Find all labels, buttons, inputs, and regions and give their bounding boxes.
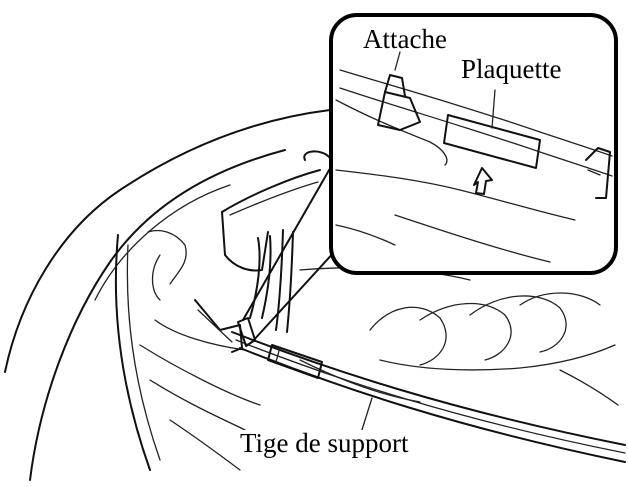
inner-panel-details bbox=[139, 229, 261, 471]
support-rod-label: Tige de support bbox=[236, 430, 413, 457]
zoom-leader-lines bbox=[242, 164, 337, 343]
reservoir-tank bbox=[221, 150, 331, 272]
clip-label: Attache bbox=[363, 24, 447, 54]
engine-cover bbox=[299, 267, 619, 406]
support-rod bbox=[231, 317, 626, 463]
hoses bbox=[194, 229, 294, 353]
fender-outline bbox=[4, 109, 331, 481]
rod-label-leader bbox=[359, 397, 373, 437]
pad-label: Plaquette bbox=[459, 54, 564, 84]
